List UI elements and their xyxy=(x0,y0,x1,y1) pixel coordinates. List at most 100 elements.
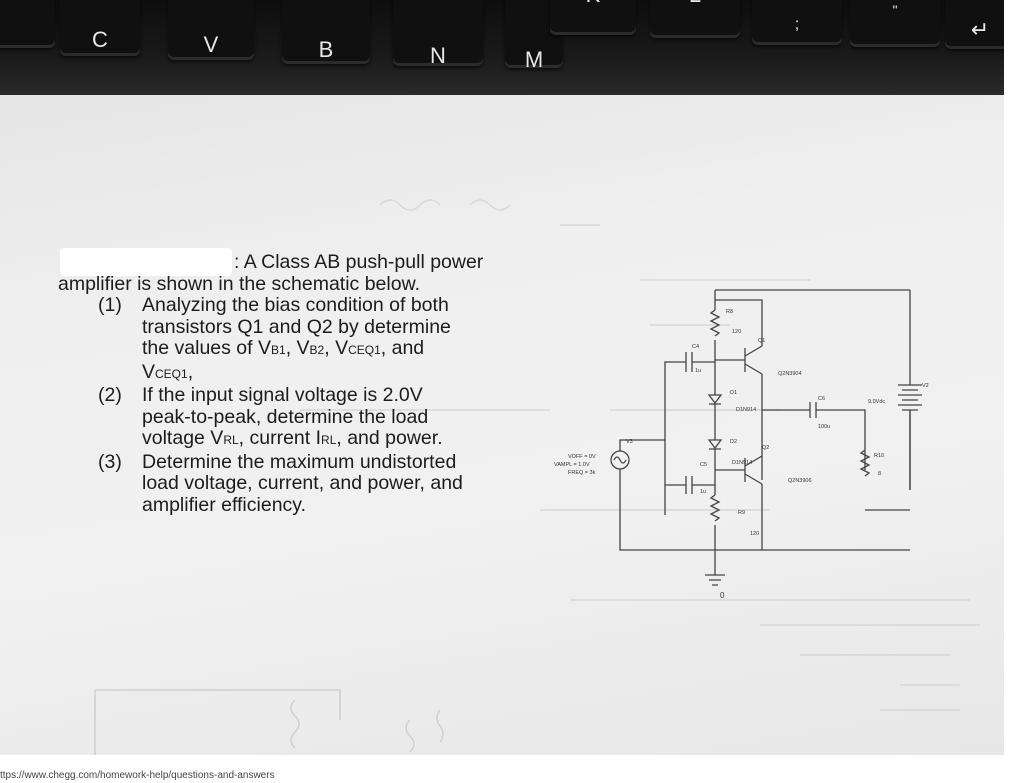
ground-symbol xyxy=(705,574,725,586)
amplifier-schematic: R8 120 Q1 C4 1u Q2N3904 D1 D1N914 C6 100… xyxy=(554,289,929,600)
resistor-r10 xyxy=(859,449,871,477)
question-2: (2) If the input signal voltage is 2.0V … xyxy=(98,384,538,452)
label-freq: FREQ = 3k xyxy=(568,470,596,476)
label-c6: C6 xyxy=(818,396,825,402)
question-3: (3) Determine the maximum undistorted lo… xyxy=(98,450,538,517)
keyboard-key-v: V xyxy=(168,0,254,60)
capacitor-c4 xyxy=(685,352,693,372)
keyboard-key xyxy=(0,0,55,48)
keyboard-key-k: K xyxy=(550,0,636,35)
label-v2: V2 xyxy=(922,383,929,389)
label-r8: R8 xyxy=(726,309,733,315)
resistor-r8 xyxy=(709,309,721,337)
wire xyxy=(619,469,910,551)
label-d1: D1 xyxy=(730,390,737,396)
diode-d1 xyxy=(707,394,723,405)
text: , xyxy=(187,360,194,383)
transistor-q1 xyxy=(744,345,763,375)
question-body: Determine the maximum undistorted load v… xyxy=(142,450,463,517)
label-r10: R10 xyxy=(874,453,884,459)
wire xyxy=(816,409,866,450)
text: V xyxy=(335,337,349,359)
text: the values of V xyxy=(142,337,271,359)
text: , current I xyxy=(238,427,322,449)
label-c5: C5 xyxy=(700,462,707,468)
text: voltage V xyxy=(142,427,224,449)
subscript: B2 xyxy=(309,343,325,357)
label-q2: Q2 xyxy=(762,445,769,451)
capacitor-c6 xyxy=(809,402,817,418)
label-q2-part: Q2N3906 xyxy=(788,478,812,484)
question-number: (2) xyxy=(98,384,122,406)
question-line: transistors Q1 and Q2 by determine xyxy=(142,315,451,338)
question-line: Determine the maximum undistorted xyxy=(142,450,457,473)
subscript: RL xyxy=(223,433,239,447)
problem-statement: : A Class AB push-pull power amplifier i… xyxy=(58,251,538,517)
label-vdc: 9.0Vdc xyxy=(868,399,885,405)
question-line: amplifier efficiency. xyxy=(142,493,307,516)
label-r9-value: 120 xyxy=(750,531,759,537)
subscript: B1 xyxy=(271,343,286,357)
text: , xyxy=(285,337,297,359)
question-1: (1) Analyzing the bias condition of both… xyxy=(98,294,538,386)
redaction-box xyxy=(60,248,232,276)
question-body: Analyzing the bias condition of both tra… xyxy=(142,294,451,386)
label-q1-part: Q2N3904 xyxy=(778,371,802,377)
wire xyxy=(664,361,686,515)
source-caption: ttps://www.chegg.com/homework-help/quest… xyxy=(0,770,275,781)
keyboard-key-n: N xyxy=(393,0,483,68)
keyboard: C V B N M K L ; " ↵ xyxy=(0,0,1004,95)
capacitor-c5 xyxy=(685,476,693,494)
label-c5-value: 1u xyxy=(700,489,706,495)
problem-lead-continued: amplifier is shown in the schematic belo… xyxy=(58,272,420,295)
label-ground: 0 xyxy=(720,591,725,600)
question-line: VCEQ1, xyxy=(142,360,451,386)
keyboard-key-enter: ↵ xyxy=(945,0,1004,49)
problem-lead: : A Class AB push-pull power xyxy=(234,251,484,273)
text: , and xyxy=(380,337,425,359)
label-d2-part: D1N914 xyxy=(732,460,752,466)
question-line: the values of VB1, VB2, VCEQ1, and xyxy=(142,337,451,362)
text: V xyxy=(142,360,156,383)
question-body: If the input signal voltage is 2.0V peak… xyxy=(142,384,443,452)
text: , xyxy=(324,337,336,359)
question-line: Analyzing the bias condition of both xyxy=(142,294,449,316)
keyboard-key-b: B xyxy=(282,0,370,64)
subscript: CEQ1 xyxy=(348,343,381,357)
label-r9: R9 xyxy=(738,510,745,516)
resistor-r9 xyxy=(709,494,721,522)
subscript: RL xyxy=(321,433,337,447)
subscript: CEQ1 xyxy=(155,366,188,381)
transistor-q2 xyxy=(744,455,763,485)
keyboard-key-c: C xyxy=(60,0,140,56)
label-d1-part: D1N914 xyxy=(736,407,756,413)
question-line: If the input signal voltage is 2.0V xyxy=(142,384,423,406)
question-line: voltage VRL, current IRL, and power. xyxy=(142,427,443,452)
photo: C V B N M K L ; " ↵ : A Class AB push-pu… xyxy=(0,0,1004,755)
question-number: (3) xyxy=(98,450,122,473)
wire xyxy=(619,439,665,451)
battery-v2 xyxy=(898,384,922,411)
label-q1: Q1 xyxy=(758,338,765,344)
label-vampl: VAMPL = 1.0V xyxy=(554,462,590,468)
text: , and power. xyxy=(336,427,443,449)
label-v3: V3 xyxy=(626,439,633,445)
label-c4: C4 xyxy=(692,344,699,350)
keyboard-key-l: L xyxy=(650,0,740,38)
question-line: peak-to-peak, determine the load xyxy=(142,405,429,428)
handwritten-sketch xyxy=(94,689,444,755)
keyboard-key-quote: " xyxy=(850,0,940,47)
label-c4-value: 1u xyxy=(695,368,701,374)
keyboard-key-semicolon: ; xyxy=(752,0,842,45)
diode-d2 xyxy=(707,439,723,450)
label-d2: D2 xyxy=(730,439,737,445)
bleed-through-markings xyxy=(300,199,980,711)
label-r8-value: 120 xyxy=(732,329,741,335)
source-wave xyxy=(613,456,627,464)
wire xyxy=(715,299,763,346)
question-number: (1) xyxy=(98,294,122,316)
label-r10-value: 8 xyxy=(878,471,881,477)
label-c6-value: 100u xyxy=(818,424,830,430)
label-voff: VOFF = 0V xyxy=(568,454,596,460)
question-line: load voltage, current, and power, and xyxy=(142,472,463,494)
